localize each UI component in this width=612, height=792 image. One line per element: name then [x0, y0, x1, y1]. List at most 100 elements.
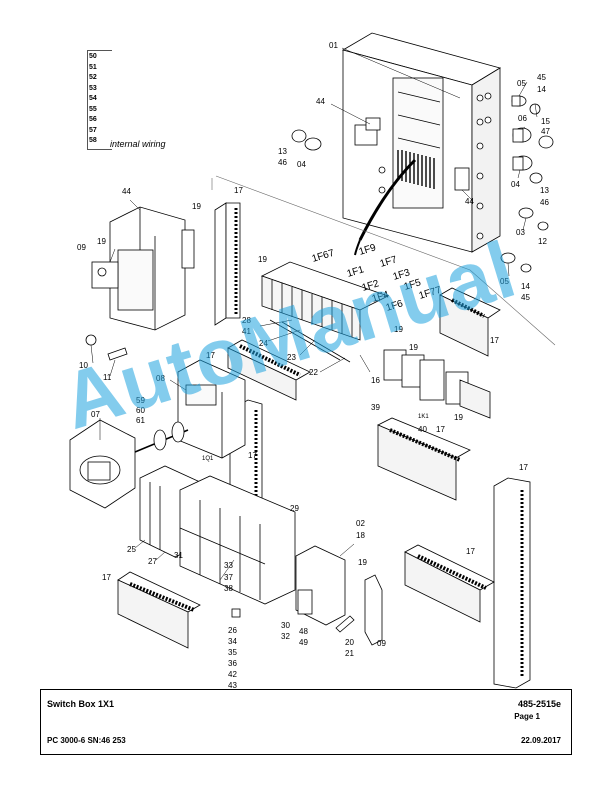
callout-01: 01: [329, 41, 338, 50]
cable-duct-right-mid: [377, 417, 471, 501]
callout-16: 16: [371, 376, 380, 385]
callout-48: 48: [299, 627, 308, 636]
callout-09: 09: [377, 639, 386, 648]
terminal-30-32: [295, 545, 346, 626]
callout-19: 19: [97, 237, 106, 246]
cable-duct-right-top: [439, 287, 501, 357]
callout-05: 05: [500, 277, 509, 286]
legend-item: 55: [89, 105, 97, 113]
fuse-label-1F5: 1F5: [403, 277, 423, 293]
callout-61: 61: [136, 416, 145, 425]
callout-12: 12: [538, 237, 547, 246]
title-block: Switch Box 1X1 485-2515e Page 1 PC 3000-…: [40, 689, 572, 755]
cable-duct-mid: [227, 339, 311, 401]
cable-duct-top: [214, 202, 241, 326]
machine-model: PC 3000-6 SN:46 253: [47, 736, 126, 745]
callout-49: 49: [299, 638, 308, 647]
callout-14: 14: [537, 85, 546, 94]
callout-42: 42: [228, 670, 237, 679]
legend-item: 54: [89, 95, 97, 102]
screw-10-11: [85, 334, 128, 361]
document-number: 485-2515e: [517, 699, 561, 709]
callout-45: 45: [521, 293, 530, 302]
page-number: Page 1: [514, 712, 540, 721]
callout-29: 29: [290, 504, 299, 513]
screw-20-21: [335, 615, 355, 633]
din-rail-09: [364, 574, 383, 646]
callout-37: 37: [224, 573, 233, 582]
fuse-label-1F1: 1F1: [346, 264, 366, 280]
callout-08: 08: [156, 374, 165, 383]
fuse-label-1F6: 1F6: [385, 298, 405, 314]
relay-block: [383, 349, 491, 419]
callout-44: 44: [465, 197, 474, 206]
callout-45: 45: [537, 73, 546, 82]
callout-17: 17: [436, 425, 445, 434]
legend-item: 58: [89, 137, 97, 144]
fuse-label-1F3: 1F3: [392, 267, 412, 283]
callout-24: 24: [259, 339, 268, 348]
callout-17: 17: [490, 336, 499, 345]
legend-item: 53: [89, 84, 97, 92]
label-1K1: 1K1: [418, 414, 429, 420]
callout-32: 32: [281, 632, 290, 641]
callout-23: 23: [287, 353, 296, 362]
callout-03: 03: [516, 228, 525, 237]
callout-39: 39: [371, 403, 380, 412]
label-1Q1: 1Q1: [202, 456, 214, 462]
callout-17: 17: [206, 351, 215, 360]
callout-14: 14: [521, 282, 530, 291]
callout-31: 31: [174, 551, 183, 560]
callout-28: 28: [242, 316, 251, 325]
callout-09: 09: [77, 243, 86, 252]
callout-46: 46: [278, 158, 287, 167]
small-part-26: [231, 608, 241, 618]
transformer: [91, 206, 195, 331]
callout-34: 34: [228, 637, 237, 646]
callout-19: 19: [409, 343, 418, 352]
callout-38: 38: [224, 584, 233, 593]
fuse-label-1F7: 1F7: [379, 254, 399, 270]
callout-47: 47: [541, 127, 550, 136]
cable-duct-bottom-mid: [404, 544, 495, 623]
callout-59: 59: [136, 396, 145, 405]
terminal-blocks-29: [179, 475, 296, 605]
callout-41: 41: [242, 327, 251, 336]
callout-27: 27: [148, 557, 157, 566]
callout-07: 07: [91, 410, 100, 419]
callout-10: 10: [79, 361, 88, 370]
switch-box-housing: [341, 32, 502, 256]
legend-bracket: [87, 50, 112, 150]
callout-05: 05: [517, 79, 526, 88]
cable-glands: [291, 95, 554, 273]
callout-02: 02: [356, 519, 365, 528]
legend-item: 52: [89, 74, 97, 81]
callout-35: 35: [228, 648, 237, 657]
callout-17: 17: [519, 463, 528, 472]
callout-15: 15: [541, 117, 550, 126]
callout-25: 25: [127, 545, 136, 554]
cable-duct-bottom-left: [117, 571, 201, 649]
callout-43: 43: [228, 681, 237, 690]
callout-17: 17: [248, 451, 257, 460]
callout-19: 19: [192, 202, 201, 211]
callout-26: 26: [228, 626, 237, 635]
legend-item: 51: [89, 63, 97, 71]
callout-20: 20: [345, 638, 354, 647]
callout-19: 19: [258, 255, 267, 264]
callout-18: 18: [356, 531, 365, 540]
legend-item: 56: [89, 116, 97, 123]
main-switch: [69, 419, 189, 509]
callout-17: 17: [466, 547, 475, 556]
callout-30: 30: [281, 621, 290, 630]
callout-19: 19: [454, 413, 463, 422]
legend-note: internal wiring: [110, 139, 166, 149]
issue-date: 22.09.2017: [520, 736, 561, 745]
motor-protection-switch: [177, 359, 246, 459]
fuse-terminal-row: [260, 261, 390, 363]
callout-17: 17: [234, 186, 243, 195]
legend-item: 57: [89, 126, 97, 134]
callout-44: 44: [122, 187, 131, 196]
